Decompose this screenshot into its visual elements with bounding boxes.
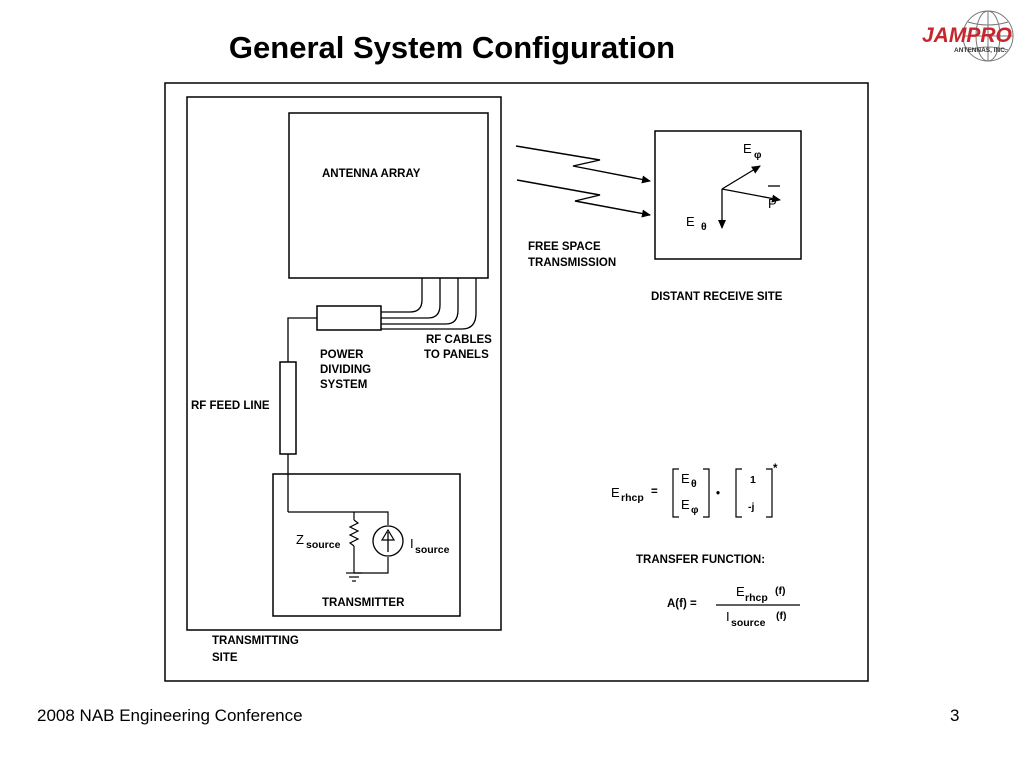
transmitter-circuit bbox=[288, 511, 389, 582]
e-theta-main: E bbox=[686, 214, 695, 229]
rhcp-equation: E rhcp = E θ E φ • 1 -j * bbox=[611, 463, 778, 518]
transmitting-site-box bbox=[186, 96, 502, 631]
antenna-array-label: ANTENNA ARRAY bbox=[322, 168, 421, 180]
distant-receive-site-label: DISTANT RECEIVE SITE bbox=[651, 291, 783, 303]
current-source-icon bbox=[372, 525, 404, 557]
i-source-main: I bbox=[410, 536, 414, 551]
transmitting-site-label-1: TRANSMITTING bbox=[212, 635, 299, 647]
antenna-array-box bbox=[288, 112, 489, 279]
logo-name: JAMPRO bbox=[922, 24, 1012, 47]
rf-feed-line-label: RF FEED LINE bbox=[191, 400, 270, 412]
e-phi-main: E bbox=[743, 141, 752, 156]
i-source-sub: source bbox=[415, 544, 450, 556]
tf-num-main: E bbox=[736, 584, 745, 599]
eq-equals: = bbox=[651, 486, 658, 498]
vec1-bottom-main: E bbox=[681, 497, 690, 512]
vec1-bottom-sub: φ bbox=[691, 504, 699, 516]
feed-wire-top bbox=[287, 317, 317, 362]
tf-den-main: I bbox=[726, 609, 730, 624]
transmission-arrow-2 bbox=[516, 179, 651, 218]
z-source-main: Z bbox=[296, 532, 304, 547]
eq-conjugate: * bbox=[773, 463, 778, 475]
transmitter-box bbox=[272, 473, 461, 617]
eq-dot: • bbox=[716, 488, 720, 500]
tf-den-arg: (f) bbox=[776, 610, 787, 622]
diagram-frame bbox=[164, 82, 869, 682]
rf-cables bbox=[381, 278, 477, 330]
logo-subtitle: ANTENNAS, INC. bbox=[954, 47, 1007, 54]
receive-site-box bbox=[654, 130, 802, 260]
vec2-bracket-right bbox=[766, 468, 773, 518]
free-space-label-2: TRANSMISSION bbox=[528, 257, 616, 269]
rf-feed-line bbox=[279, 361, 297, 455]
e-phi-sub: φ bbox=[754, 149, 762, 161]
power-dividing-label-1: POWER bbox=[320, 349, 364, 361]
footer-conference: 2008 NAB Engineering Conference bbox=[37, 706, 303, 725]
page-number: 3 bbox=[950, 706, 960, 725]
jampro-logo: JAMPRO ANTENNAS, INC. bbox=[922, 10, 1014, 62]
transfer-function-label: TRANSFER FUNCTION: bbox=[636, 554, 765, 566]
power-dividing-label-3: SYSTEM bbox=[320, 379, 367, 391]
transmitting-site-label-2: SITE bbox=[212, 652, 238, 664]
transmitter-label: TRANSMITTER bbox=[322, 597, 405, 609]
vec1-bracket-left bbox=[672, 468, 679, 518]
p-vector-label: P bbox=[768, 196, 777, 211]
rf-cables-label-2: TO PANELS bbox=[424, 349, 489, 361]
rf-cables-label-1: RF CABLES bbox=[426, 334, 492, 346]
vec1-top-main: E bbox=[681, 471, 690, 486]
tf-den-sub: source bbox=[731, 617, 766, 629]
z-source-sub: source bbox=[306, 539, 341, 551]
power-dividing-label-2: DIVIDING bbox=[320, 364, 371, 376]
vec2-top: 1 bbox=[750, 474, 756, 486]
tf-lhs: A(f) = bbox=[667, 598, 697, 610]
eq-lhs-sub: rhcp bbox=[621, 492, 644, 504]
eq-lhs-main: E bbox=[611, 485, 620, 500]
vec2-bracket-left bbox=[735, 468, 742, 518]
e-theta-sub: θ bbox=[701, 221, 707, 233]
tf-num-sub: rhcp bbox=[745, 592, 768, 604]
tf-num-arg: (f) bbox=[775, 585, 786, 597]
globe-icon bbox=[962, 10, 1014, 62]
vec1-bracket-right bbox=[703, 468, 710, 518]
free-space-label-1: FREE SPACE bbox=[528, 241, 601, 253]
power-dividing-box bbox=[316, 305, 382, 331]
field-vectors bbox=[718, 165, 781, 229]
vec1-top-sub: θ bbox=[691, 478, 697, 490]
vec2-bottom: -j bbox=[748, 501, 754, 513]
slide-title: General System Configuration bbox=[228, 30, 676, 65]
transfer-function-equation: A(f) = E rhcp (f) I source (f) bbox=[667, 584, 800, 629]
transmission-arrow-1 bbox=[515, 145, 651, 184]
